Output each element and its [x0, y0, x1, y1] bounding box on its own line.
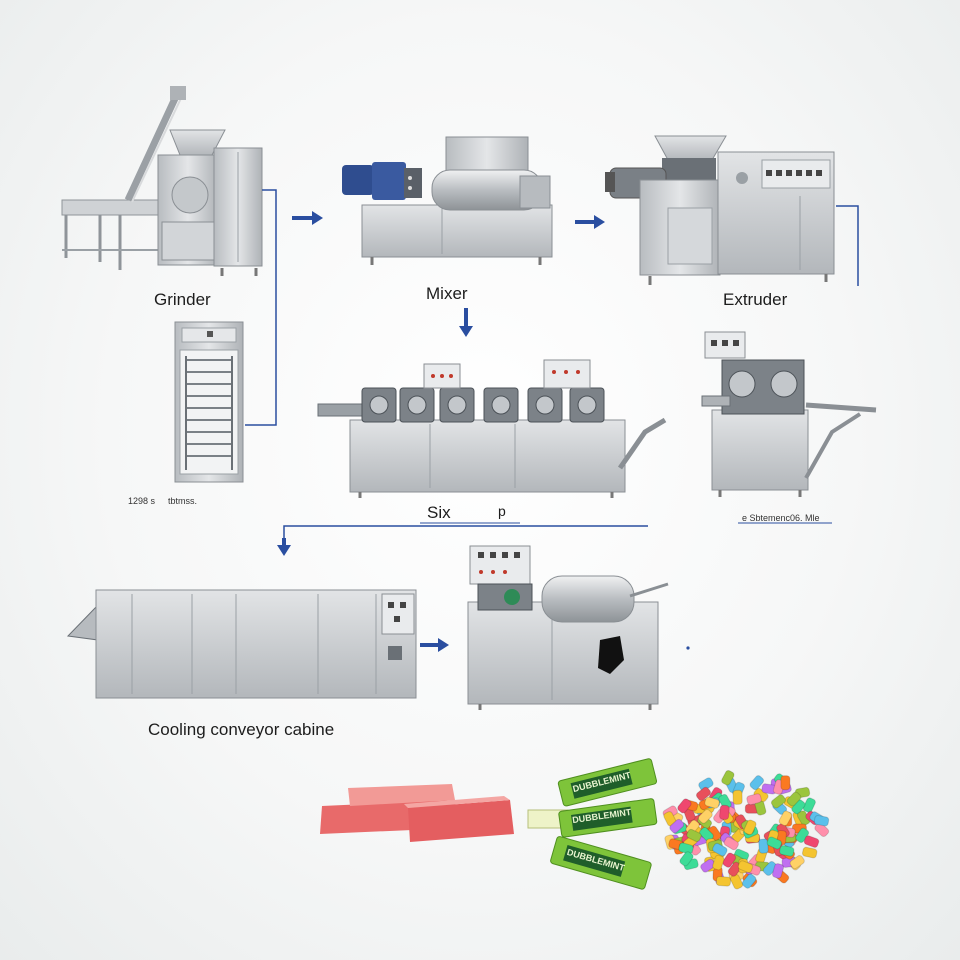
gum-pellet	[697, 808, 713, 824]
extruder-label: Extruder	[723, 290, 788, 309]
cooling-label: Cooling conveyor cabine	[148, 720, 335, 739]
connector-extruder	[836, 205, 859, 286]
gum-pellet	[741, 873, 757, 889]
six-suffix-label: p	[498, 503, 506, 519]
flow-arrow-cooling-to-packing	[420, 638, 449, 652]
flow-arrow-mixer-to-extruder	[575, 215, 605, 229]
grinder-machine	[61, 86, 263, 276]
packing-caption: e Sbtemenc06. Mle	[742, 513, 820, 523]
connector-to-cooling	[277, 525, 648, 556]
flow-arrow-mixer-down	[459, 308, 473, 337]
gum-pellet	[719, 804, 730, 820]
gum-sticks-pink	[320, 784, 514, 842]
gum-pellet	[669, 818, 685, 834]
mixer-machine	[342, 136, 553, 265]
gum-pellet	[704, 796, 720, 809]
cabinet-caption-b: tbtmss.	[168, 496, 198, 506]
gum-pellet	[700, 858, 716, 873]
gum-pellet	[814, 822, 830, 838]
flow-arrow-grinder-to-mixer	[292, 211, 323, 225]
gum-pellets-pile	[662, 770, 830, 890]
gum-pellet	[780, 775, 791, 791]
gum-pellet	[721, 770, 735, 786]
gum-pellet	[801, 846, 818, 859]
gum-pellet	[766, 836, 783, 850]
gum-pellet	[778, 810, 793, 826]
cooling-conveyor-cabinet-machine	[66, 589, 417, 699]
packing-machine	[467, 545, 669, 710]
grinder-label: Grinder	[154, 290, 211, 309]
gum-pellet	[679, 851, 694, 867]
gum-pellet	[813, 815, 830, 827]
gum-pellet	[723, 836, 739, 851]
gum-packs-green	[527, 758, 658, 890]
gum-pellet	[803, 835, 820, 848]
six-roller-sheeting-machine	[317, 359, 667, 498]
gum-pellet	[712, 842, 728, 857]
gum-pellet	[779, 845, 795, 857]
gum-pellet	[749, 775, 765, 791]
gum-pellet	[758, 838, 769, 854]
gum-pellet	[746, 793, 762, 806]
gum-pellet	[712, 854, 725, 871]
forming-machine	[701, 331, 877, 497]
stray-dot	[686, 646, 690, 650]
gum-pellet	[695, 786, 712, 802]
extruder-machine	[605, 135, 835, 285]
gum-pellet	[786, 791, 802, 807]
gum-pellet	[771, 863, 785, 879]
gum-pellet	[743, 819, 757, 836]
connector-grinder-cabinet	[245, 189, 277, 426]
gum-pellet	[677, 798, 692, 814]
gum-pellet	[802, 797, 816, 813]
six-label: Six	[427, 503, 451, 522]
gum-pellet	[737, 860, 754, 874]
gum-pellet	[732, 789, 743, 805]
gum-pellet	[698, 777, 714, 792]
cabinet-caption-a: 1298 s	[128, 496, 156, 506]
gum-pellet	[686, 828, 702, 843]
gum-pellet	[678, 842, 694, 855]
gum-pellet	[715, 876, 732, 887]
gum-pellet	[722, 852, 737, 868]
tray-cabinet-machine	[174, 321, 244, 483]
mixer-label: Mixer	[426, 284, 468, 303]
gum-pellet	[770, 794, 787, 809]
gum-pellet	[789, 855, 805, 870]
